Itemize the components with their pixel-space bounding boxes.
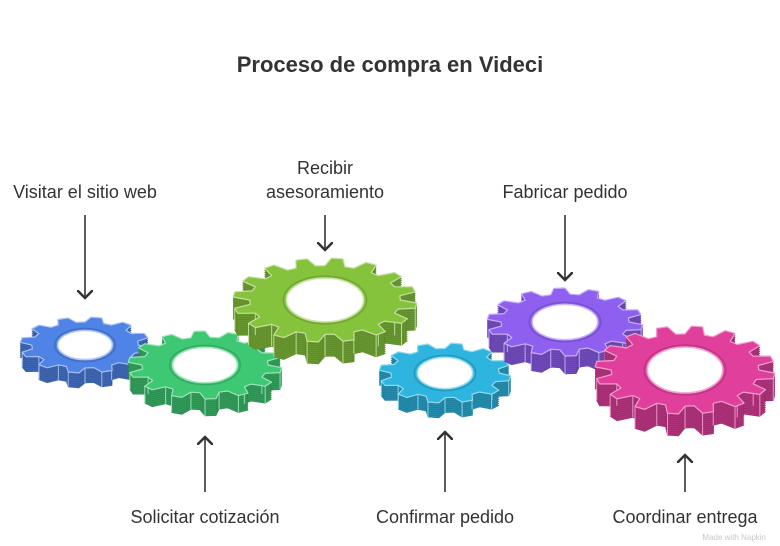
watermark: Made with Napkin: [702, 533, 766, 542]
gear-coordinar-icon: [594, 325, 776, 437]
gear-confirmar-icon: [378, 342, 512, 419]
gear-visitar-icon: [19, 316, 151, 389]
diagram-title: Proceso de compra en Videci: [236, 52, 544, 77]
gear-solicitar-icon: [127, 330, 283, 417]
step-label-coordinar: Coordinar entrega: [612, 507, 758, 527]
step-label-recibir: Recibir asesoramiento: [265, 158, 385, 202]
step-label-confirmar: Confirmar pedido: [375, 507, 515, 527]
step-label-solicitar: Solicitar cotización: [130, 507, 280, 527]
step-label-visitar: Visitar el sitio web: [13, 182, 157, 202]
gear-fabricar-icon: [486, 287, 644, 375]
gear-recibir-icon: [232, 257, 418, 365]
step-label-fabricar: Fabricar pedido: [502, 182, 628, 202]
